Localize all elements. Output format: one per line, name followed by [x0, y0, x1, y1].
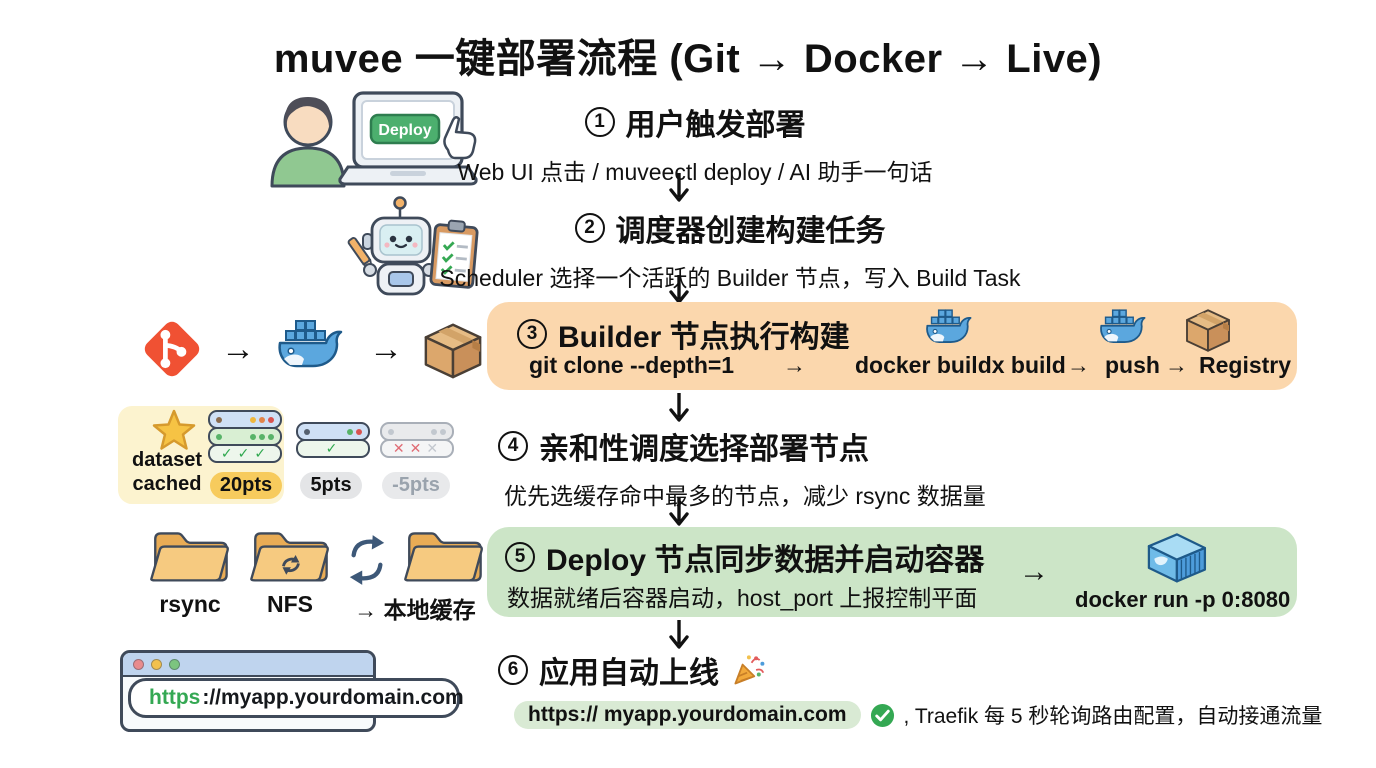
robot-scheduler-illustration: [347, 196, 479, 296]
browser-address-bar: https ://myapp.yourdomain.com: [128, 678, 464, 718]
down-arrow-icon: [669, 497, 689, 526]
arrow-right: →: [1165, 352, 1188, 378]
traffic-light-red: [133, 658, 144, 670]
user-laptop-illustration: Deploy: [270, 91, 478, 188]
server-stack-low: ✕✕✕: [380, 422, 454, 458]
affinity-scoring-illustration: dataset cached ✓✓✓ 20pts ✓ 5pts ✕✕✕ -5pt…: [118, 404, 458, 506]
server-stack-high: ✓✓✓: [208, 410, 282, 463]
traffic-light-yellow: [151, 658, 162, 670]
arrow-right: →: [783, 352, 806, 378]
push-command: push: [1105, 352, 1160, 378]
dataset-cached-label: dataset cached: [131, 449, 203, 495]
step-2: 2 调度器创建构建任务 Scheduler 选择一个活跃的 Builder 节点…: [430, 206, 1030, 293]
deploy-button: [369, 113, 441, 145]
folder-icon: [404, 532, 483, 582]
down-arrow-icon: [669, 173, 689, 202]
rsync-folder: rsync: [146, 524, 234, 618]
step-1-subtitle: Web UI 点击 / muveectl deploy / AI 助手一句话: [457, 159, 933, 185]
step-5-subtitle: 数据就绪后容器启动，host_port 上报控制平面: [507, 585, 978, 611]
browser-titlebar: [123, 653, 373, 677]
step-number-badge: 4: [498, 431, 528, 461]
success-check-icon: [870, 703, 894, 727]
step-2-title: 2 调度器创建构建任务: [430, 206, 1030, 250]
user-hair: [285, 97, 331, 126]
step-6-title: 6 应用自动上线: [498, 648, 1322, 692]
docker-whale-icon: [1100, 309, 1146, 343]
checks-row: ✓✓✓: [208, 444, 282, 463]
sync-arrows-icon: [346, 532, 388, 588]
hand-cursor-icon: [443, 116, 477, 160]
local-cache-folder: → 本地缓存: [354, 524, 488, 625]
traffic-light-green: [169, 658, 180, 670]
step-1: 1 用户触发部署 Web UI 点击 / muveectl deploy / A…: [410, 100, 980, 187]
folder-label: → 本地缓存: [354, 597, 476, 623]
live-url-pill: https:// myapp.yourdomain.com: [514, 701, 861, 729]
folder-label: rsync: [159, 591, 221, 617]
step-2-subtitle: Scheduler 选择一个活跃的 Builder 节点，写入 Build Ta…: [439, 265, 1021, 291]
step-number-badge: 6: [498, 655, 528, 685]
crosses-row: ✕✕✕: [380, 439, 454, 458]
robot-antenna: [393, 196, 407, 210]
step-4: 4 亲和性调度选择部署节点 优先选缓存命中最多的节点，减少 rsync 数据量: [498, 424, 986, 511]
step-number-badge: 2: [574, 213, 605, 243]
star-icon: [152, 409, 196, 450]
server-stack-mid: ✓: [296, 422, 370, 458]
traefik-note: , Traefik 每 5 秒轮询路由配置，自动接通流量: [903, 705, 1323, 728]
step-1-title: 1 用户触发部署: [410, 100, 980, 144]
score-badge-high: 20pts: [210, 472, 282, 499]
package-box-icon: [424, 323, 482, 379]
arrow-right: →: [221, 329, 255, 368]
data-sync-illustration: rsync NFS: [146, 524, 488, 625]
docker-run-command: docker run -p 0:8080: [1075, 587, 1291, 612]
down-arrow-icon: [669, 393, 689, 422]
step-6: 6 应用自动上线 https:// myapp.yourdomain.com ,…: [498, 648, 1322, 730]
git-icon: [144, 321, 200, 377]
step-number-badge: 5: [505, 542, 535, 572]
registry-label: Registry: [1199, 352, 1292, 378]
step-4-title: 4 亲和性调度选择部署节点: [498, 424, 986, 468]
builder-step-box: 3 Builder 节点执行构建 git clone --depth=1 → d…: [487, 302, 1297, 390]
step-3-title: 3 Builder 节点执行构建: [517, 312, 850, 356]
down-arrow-icon: [669, 275, 689, 304]
robot-face: [379, 224, 423, 256]
deploy-step-box: 5 Deploy 节点同步数据并启动容器 数据就绪后容器启动，host_port…: [487, 527, 1297, 617]
git-clone-command: git clone --depth=1: [529, 352, 735, 378]
url-scheme: https: [149, 686, 201, 709]
nfs-folder: NFS: [246, 524, 334, 618]
container-icon: [1147, 533, 1207, 583]
deploy-button-label: Deploy: [378, 122, 431, 139]
folder-icon: [150, 532, 229, 582]
arrow-right: →: [1019, 555, 1049, 588]
registry-package-icon: [1186, 309, 1230, 352]
party-popper-icon: [734, 655, 765, 685]
step-6-subtitle: https:// myapp.yourdomain.com , Traefik …: [514, 700, 1322, 730]
step-number-badge: 3: [517, 319, 547, 349]
step-number-badge: 1: [584, 107, 615, 137]
score-badge-mid: 5pts: [300, 472, 362, 499]
folder-sync-icon: [250, 532, 329, 582]
step-5-title: 5 Deploy 节点同步数据并启动容器: [505, 535, 984, 579]
docker-whale-icon: [278, 320, 343, 368]
arrow-right: →: [369, 329, 403, 368]
url-text: ://myapp.yourdomain.com: [202, 686, 464, 709]
check-row: ✓: [296, 439, 370, 458]
page-title: muvee 一键部署流程 (Git → Docker → Live): [273, 37, 1103, 81]
down-arrow-icon: [669, 620, 689, 649]
docker-build-command: docker buildx build: [855, 352, 1066, 378]
git-docker-package-row: → →: [138, 306, 488, 392]
folder-label: NFS: [267, 591, 313, 617]
score-badge-low: -5pts: [382, 472, 450, 499]
clipboard-icon: [429, 219, 479, 289]
docker-whale-icon: [926, 309, 972, 343]
step-4-subtitle: 优先选缓存命中最多的节点，减少 rsync 数据量: [504, 483, 986, 509]
arrow-right: →: [1067, 352, 1090, 378]
user-body: [270, 146, 346, 188]
